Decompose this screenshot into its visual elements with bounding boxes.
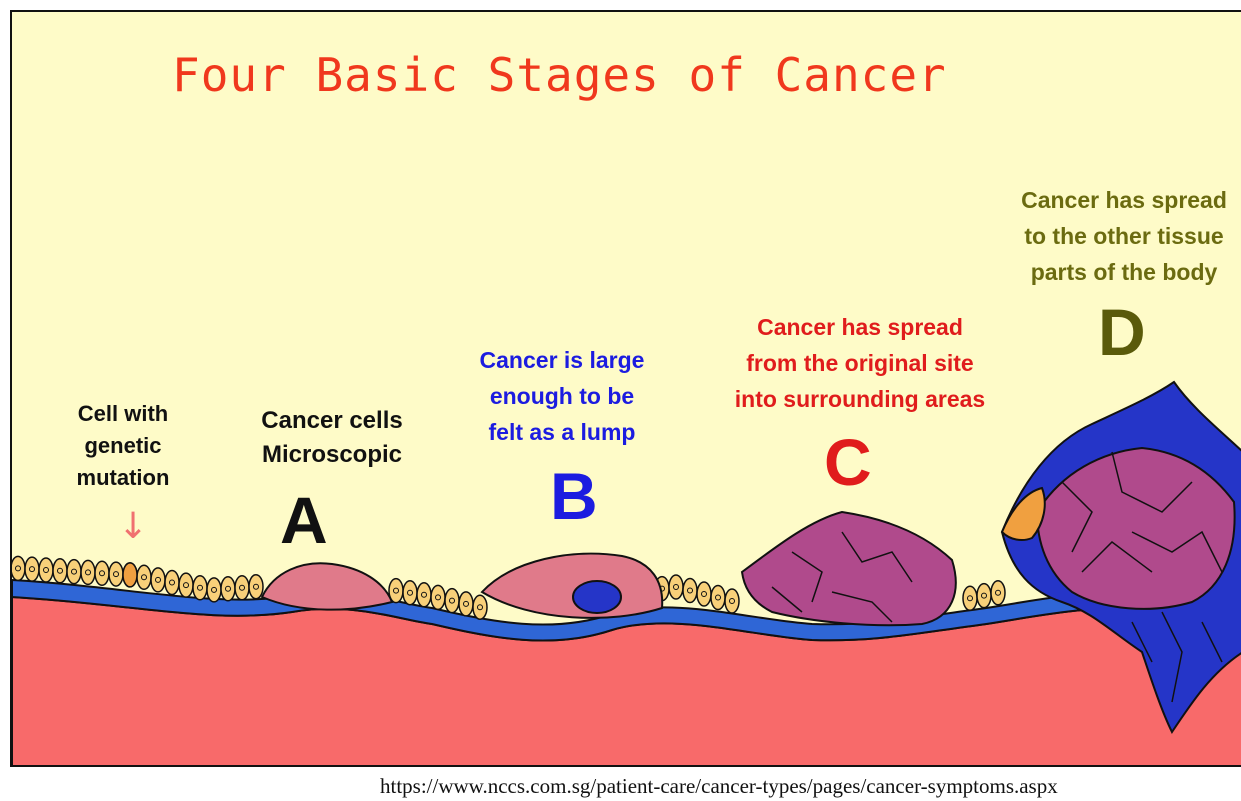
- stage-a-tumor: [262, 563, 392, 609]
- epithelial-cell: [725, 589, 739, 613]
- epithelial-cell: [221, 577, 235, 601]
- diagram-title: Four Basic Stages of Cancer: [172, 48, 947, 102]
- stage-c-letter: C: [824, 424, 872, 500]
- stage-c-description: Cancer has spread from the original site…: [680, 309, 1040, 417]
- mutated-cell: [123, 563, 137, 587]
- epithelial-cell: [137, 565, 151, 589]
- epithelial-cell: [67, 560, 81, 584]
- stage-b-tumor: [482, 554, 662, 618]
- diagram-frame: Four Basic Stages of Cancer Cell with ge…: [10, 10, 1241, 767]
- epithelial-cell: [991, 581, 1005, 605]
- epithelial-cell: [25, 557, 39, 581]
- epithelial-cell: [963, 586, 977, 610]
- epithelial-cell: [207, 578, 221, 602]
- epithelial-cell: [711, 586, 725, 610]
- epithelial-cell: [445, 589, 459, 613]
- epithelial-cell: [81, 560, 95, 584]
- stage-b-description: Cancer is large enough to be felt as a l…: [432, 342, 692, 450]
- stage-a-letter: A: [280, 482, 328, 558]
- epithelial-cell: [151, 568, 165, 592]
- stage-b-core: [573, 581, 621, 613]
- stage-a-description: Cancer cells Microscopic: [222, 404, 442, 472]
- epithelial-cell: [459, 592, 473, 616]
- mutation-label: Cell with genetic mutation: [58, 398, 188, 494]
- epithelial-cell: [403, 581, 417, 605]
- source-credit: https://www.nccs.com.sg/patient-care/can…: [380, 774, 1058, 799]
- epithelial-cell: [179, 573, 193, 597]
- epithelial-cell: [193, 576, 207, 600]
- epithelial-cell: [249, 575, 263, 599]
- down-arrow-icon: ↓: [118, 506, 148, 547]
- epithelial-cell: [473, 595, 487, 619]
- epithelial-cell: [235, 576, 249, 600]
- epithelial-cell: [12, 556, 25, 580]
- epithelial-cell: [683, 579, 697, 603]
- epithelial-cell: [39, 558, 53, 582]
- epithelial-cell: [95, 561, 109, 585]
- stage-b-letter: B: [550, 458, 598, 534]
- stage-d-letter: D: [1098, 294, 1146, 370]
- epithelial-cell: [977, 584, 991, 608]
- epithelial-cell: [109, 562, 123, 586]
- stage-c-tumor: [742, 512, 956, 625]
- epithelial-cell: [417, 583, 431, 607]
- epithelial-cell: [431, 585, 445, 609]
- epithelial-cell: [53, 559, 67, 583]
- epithelial-cell: [669, 575, 683, 599]
- epithelial-cell: [697, 582, 711, 606]
- epithelial-cell: [165, 571, 179, 595]
- stage-d-description: Cancer has spread to the other tissue pa…: [974, 182, 1241, 290]
